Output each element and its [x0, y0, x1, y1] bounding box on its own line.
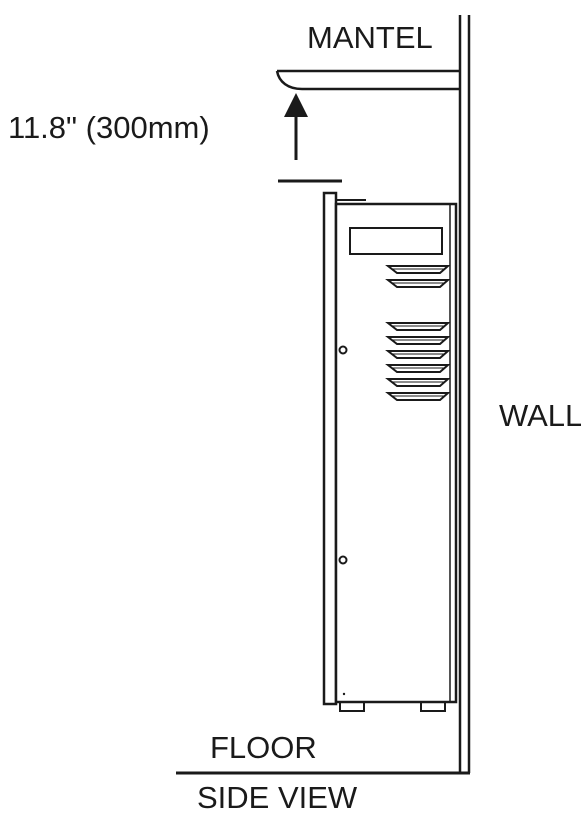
screw [340, 347, 347, 354]
vent-louver [388, 280, 448, 287]
clearance-arrow [284, 93, 308, 160]
foot [421, 702, 445, 711]
clearance-dimension-label: 11.8" (300mm) [8, 110, 210, 145]
side-view-caption: SIDE VIEW [197, 780, 358, 815]
vent-louver [388, 323, 448, 330]
vent-louver [388, 365, 448, 372]
vent-louver [388, 351, 448, 358]
lower-vent-louvers [388, 323, 448, 400]
front-panel [324, 193, 336, 704]
mantel-label: MANTEL [307, 20, 433, 55]
floor-label: FLOOR [210, 730, 317, 765]
wall [460, 15, 469, 773]
vent-louver [388, 337, 448, 344]
control-window [350, 228, 442, 254]
vent-louver [388, 266, 448, 273]
foot [340, 702, 364, 711]
upper-vent-louvers [388, 266, 448, 287]
vent-louver [388, 379, 448, 386]
wall-label: WALL [499, 398, 581, 433]
screw [340, 557, 347, 564]
pilot-dot [342, 692, 346, 696]
unit-body [336, 204, 456, 702]
fireplace-unit [324, 193, 456, 711]
mantel-shelf [277, 71, 460, 89]
vent-louver [388, 393, 448, 400]
